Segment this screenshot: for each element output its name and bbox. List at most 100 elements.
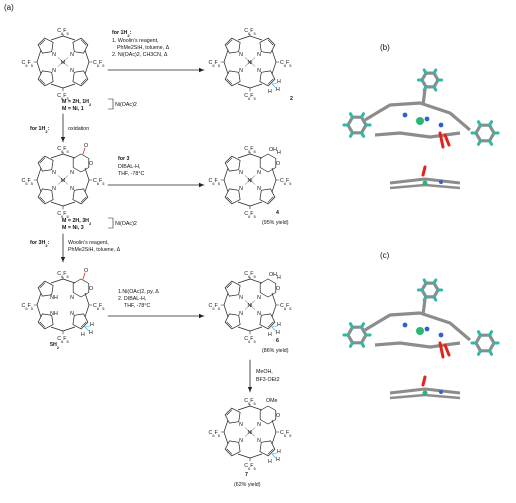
nitrogen-label: N bbox=[52, 68, 56, 74]
metal-atom bbox=[416, 327, 424, 335]
condition-lower-step3: THF, -78°C bbox=[124, 303, 150, 309]
nitrogen-label: N bbox=[257, 295, 261, 301]
substituent-label-bottom: C6F5 bbox=[57, 93, 69, 101]
substituent-label-bottom: C6F5 bbox=[244, 336, 256, 344]
substituent-label-top: C6F5 bbox=[244, 271, 256, 279]
crystal-structure-b bbox=[342, 68, 500, 190]
substituent-label-left: C6F5 bbox=[21, 178, 33, 186]
hydrogen-label: H bbox=[268, 459, 272, 465]
condition-down-step1: MeOH, bbox=[256, 369, 273, 375]
condition-lower-step2: 2. DIBAL-H, bbox=[118, 296, 146, 302]
nitrogen-label: N bbox=[70, 186, 74, 192]
condition-mid-step1: DIBAL-H, bbox=[118, 164, 140, 170]
substituent-label-top: C6F5 bbox=[57, 146, 69, 154]
substituent-label-right: C6F5 bbox=[280, 430, 292, 438]
yield-7: (62% yield) bbox=[234, 482, 261, 488]
substituent-label-right: C6F5 bbox=[93, 178, 105, 186]
nitrogen-label: N bbox=[257, 422, 261, 428]
condition-mid-step2: THF, -78°C bbox=[118, 171, 144, 177]
ring-oxygen-label: O bbox=[89, 161, 93, 167]
metal-set1-line1: M = 2H, 1H2 bbox=[62, 99, 92, 107]
crystal-structure-c bbox=[342, 278, 500, 400]
hydrogen-label: H bbox=[89, 330, 93, 336]
nitrogen-label: N bbox=[52, 52, 56, 58]
panel-label-a: (a) bbox=[4, 3, 14, 12]
substituent-label-top: C6F5 bbox=[244, 398, 256, 406]
hydrogen-label: H bbox=[276, 87, 280, 93]
nitrogen-label: NH bbox=[50, 295, 58, 301]
substituent-label-right: C6F5 bbox=[280, 303, 292, 311]
metal-set2-line2: M = Ni, 3 bbox=[62, 225, 84, 231]
substituent-label-bottom: C6F5 bbox=[57, 211, 69, 219]
hydrogen-label: H bbox=[90, 322, 94, 328]
hydrogen-label: H bbox=[268, 332, 272, 338]
reagent-nioac-1: Ni(OAc)2 bbox=[115, 102, 137, 108]
hydrogen-label: H bbox=[276, 457, 280, 463]
nitrogen-label: N bbox=[257, 170, 261, 176]
condition-left2-text: Woolin's reagent, bbox=[68, 240, 109, 246]
condition-lower-step1: 1.Ni(OAc)2, py, Δ bbox=[118, 289, 159, 295]
metal-center-label: Ni bbox=[247, 430, 252, 436]
nitrogen-label: N bbox=[70, 170, 74, 176]
methoxy-label: OMe bbox=[266, 398, 278, 404]
compound-number-6: 6 bbox=[276, 338, 279, 344]
substituent-label-right: C6F5 bbox=[93, 303, 105, 311]
compound-number-2: 2 bbox=[290, 96, 293, 102]
substituent-label-top: C6F5 bbox=[57, 271, 69, 279]
substituent-label-top: C6F5 bbox=[244, 146, 256, 154]
compound-number-7: 7 bbox=[245, 472, 248, 478]
metal-set1-line2: M = Ni, 1 bbox=[62, 106, 84, 112]
ring-oxygen-label: O bbox=[276, 413, 280, 419]
ring-oxygen-label: O bbox=[89, 286, 93, 292]
nitrogen-label: N bbox=[70, 52, 74, 58]
condition-left2-text2: PhMe2SiH, toluene, Δ bbox=[68, 247, 121, 253]
metal-center-label: Ni bbox=[247, 303, 252, 309]
metal-set2-line1: M = 2H, 3H2 bbox=[62, 218, 92, 226]
panel-label-c: (c) bbox=[380, 251, 390, 260]
compound-number-5: 5H2 bbox=[50, 342, 60, 350]
ring-oxygen-label: O bbox=[276, 286, 280, 292]
substituent-label-left: C6F5 bbox=[208, 60, 220, 68]
carbonyl-oxygen-label: O bbox=[84, 143, 88, 149]
hydrogen-label: H bbox=[268, 89, 272, 95]
nitrogen-label: N bbox=[239, 52, 243, 58]
hydrogen-label: H bbox=[277, 449, 281, 455]
nitrogen-label: N bbox=[52, 170, 56, 176]
substituent-label-left: C6F5 bbox=[21, 60, 33, 68]
arrow-3-to-4 bbox=[107, 182, 205, 188]
substituent-label-top: C6F5 bbox=[57, 28, 69, 36]
condition-mid-for: for 3 bbox=[118, 156, 130, 162]
yield-6: (86% yield) bbox=[262, 348, 289, 354]
substituent-label-bottom: C6F5 bbox=[244, 93, 256, 101]
nitrogen-label: N bbox=[70, 311, 74, 317]
nitrogen-label: N bbox=[239, 311, 243, 317]
nitrogen-label: N bbox=[239, 295, 243, 301]
nitrogen-label: N bbox=[70, 295, 74, 301]
condition-top-step1: 1. Woolin's reagent, bbox=[112, 38, 159, 44]
reagent-nioac-2: Ni(OAc)2 bbox=[115, 221, 137, 227]
substituent-label-right: C6F5 bbox=[93, 60, 105, 68]
nitrogen-label: N bbox=[257, 186, 261, 192]
ring-oxygen-label: O bbox=[276, 161, 280, 167]
hydrogen-label: H bbox=[277, 79, 281, 85]
arrow-1-to-2 bbox=[107, 67, 205, 73]
arrow-6-to-7 bbox=[247, 359, 253, 393]
metal-atom bbox=[416, 117, 424, 125]
hydrogen-label: H bbox=[276, 330, 280, 336]
nitrogen-label: N bbox=[257, 311, 261, 317]
condition-left1-text: oxidation bbox=[68, 126, 89, 132]
reaction-arrows: for 1H2:1. Woolin's reagent,PhMe2SiH, to… bbox=[30, 30, 280, 393]
arrow-3-to-5 bbox=[60, 233, 66, 263]
nitrogen-label: N bbox=[257, 68, 261, 74]
substituent-label-top: C6F5 bbox=[244, 28, 256, 36]
metal-center-label: Ni bbox=[247, 178, 252, 184]
metal-center-label: M bbox=[61, 178, 65, 184]
condition-left2-for: for 3H2: bbox=[30, 240, 50, 248]
nitrogen-label: N bbox=[239, 422, 243, 428]
hydroxyl-label: OH bbox=[269, 147, 277, 153]
